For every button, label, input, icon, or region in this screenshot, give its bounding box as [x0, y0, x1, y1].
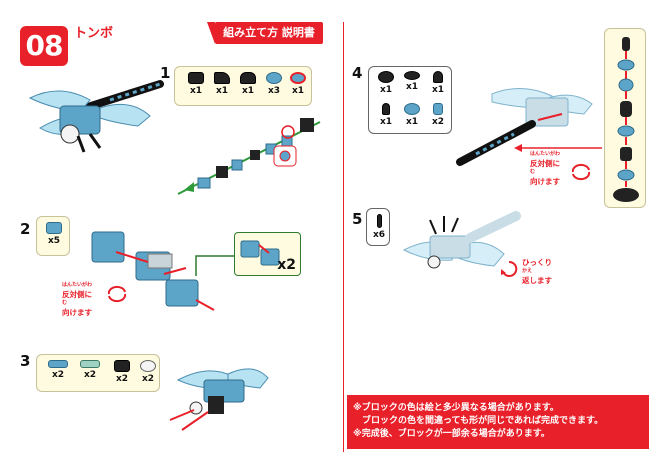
green-rod-icon [80, 360, 100, 368]
notice-line: ブロックの色を間違っても形が同じであれば完成できます。 [353, 416, 604, 426]
model-title: トンボ [74, 26, 114, 41]
parts-item: x1 [373, 71, 399, 95]
model-number-badge: 08 [20, 26, 68, 66]
step-4-stack-box [604, 28, 646, 208]
step-3-assembly-illustration [169, 368, 269, 431]
notice-line: ※完成後、ブロックが一部余る場合があります。 [353, 429, 550, 439]
parts-item: x2 [135, 360, 161, 384]
step-4-parts-box: x1 x1 x1 x1 x1 x2 [368, 66, 452, 134]
parts-item: x3 [261, 72, 287, 96]
step-4-number: 4 [352, 64, 363, 82]
parts-item: x1 [285, 72, 311, 96]
step-4-assembly-illustration [456, 88, 602, 166]
step-2-parts-box: x5 [36, 216, 70, 256]
parts-item: x1 [209, 72, 235, 96]
blue-plate-icon [46, 222, 62, 234]
parts-item: x6 [366, 214, 392, 240]
blue-rod-icon [48, 360, 68, 368]
step-5-number: 5 [352, 210, 363, 228]
notice-line: ※ブロックの色は絵と多少異なる場合があります。 [353, 403, 559, 413]
step-1-parts-box: x1 x1 x1 x3 x1 [174, 66, 312, 106]
parts-item: x1 [399, 103, 425, 127]
black-ring-icon [378, 71, 394, 83]
manual-label: 組み立て方 説明書 [207, 22, 323, 44]
parts-item: x2 [109, 360, 135, 384]
tail-stack-illustration [613, 37, 639, 202]
parts-item: x2 [77, 360, 103, 380]
parts-item: x2 [45, 360, 71, 380]
black-clip-icon [214, 72, 230, 84]
parts-item: x1 [373, 103, 399, 127]
black-cone-icon [433, 71, 443, 83]
completed-dragonfly-illustration [28, 80, 164, 153]
black-cap-icon [114, 360, 130, 372]
parts-item: x5 [41, 222, 67, 246]
step-4-rotate-note: はんたいがわ 反対側に む 向けます [530, 151, 561, 186]
blue-round-icon [266, 72, 282, 84]
black-plate-icon [188, 72, 204, 84]
step-5-parts-box: x6 [366, 208, 390, 246]
rotate-arrows-icon [107, 285, 127, 303]
step-2-callout: x2 [234, 232, 301, 276]
white-eye-icon [140, 360, 156, 372]
step-3-number: 3 [20, 352, 31, 370]
column-divider [343, 22, 344, 452]
step-2-rotate-note: はんたいがわ 反対側に む 向けます [62, 282, 93, 317]
callout-quantity: x2 [277, 257, 296, 273]
notice-box: ※ブロックの色は絵と多少異なる場合があります。 ブロックの色を間違っても形が同じ… [347, 395, 649, 449]
blue-cylinder-icon [433, 103, 443, 115]
parts-item: x2 [425, 103, 451, 127]
black-pin-icon [376, 214, 382, 228]
parts-item: x1 [235, 72, 261, 96]
step-1-number: 1 [160, 64, 171, 82]
flip-arrows-icon [501, 260, 518, 277]
blue-round-icon [404, 103, 420, 115]
red-ring-icon [290, 72, 306, 84]
step-1-assembly-illustration [177, 118, 321, 195]
step-2-number: 2 [20, 220, 31, 238]
parts-item: x1 [425, 71, 451, 95]
parts-item: x1 [399, 71, 425, 92]
black-disk-icon [404, 71, 420, 80]
black-small-cone-icon [382, 103, 390, 115]
step-2-assembly-illustration [91, 231, 234, 311]
step-5-assembly-illustration [402, 211, 521, 269]
step-5-flip-note: ひっくり かえ 返します [522, 258, 552, 285]
rotate-arrows-icon [571, 163, 591, 181]
black-hinge-icon [240, 72, 256, 84]
step-3-parts-box: x2 x2 x2 x2 [36, 354, 160, 392]
parts-item: x1 [183, 72, 209, 96]
